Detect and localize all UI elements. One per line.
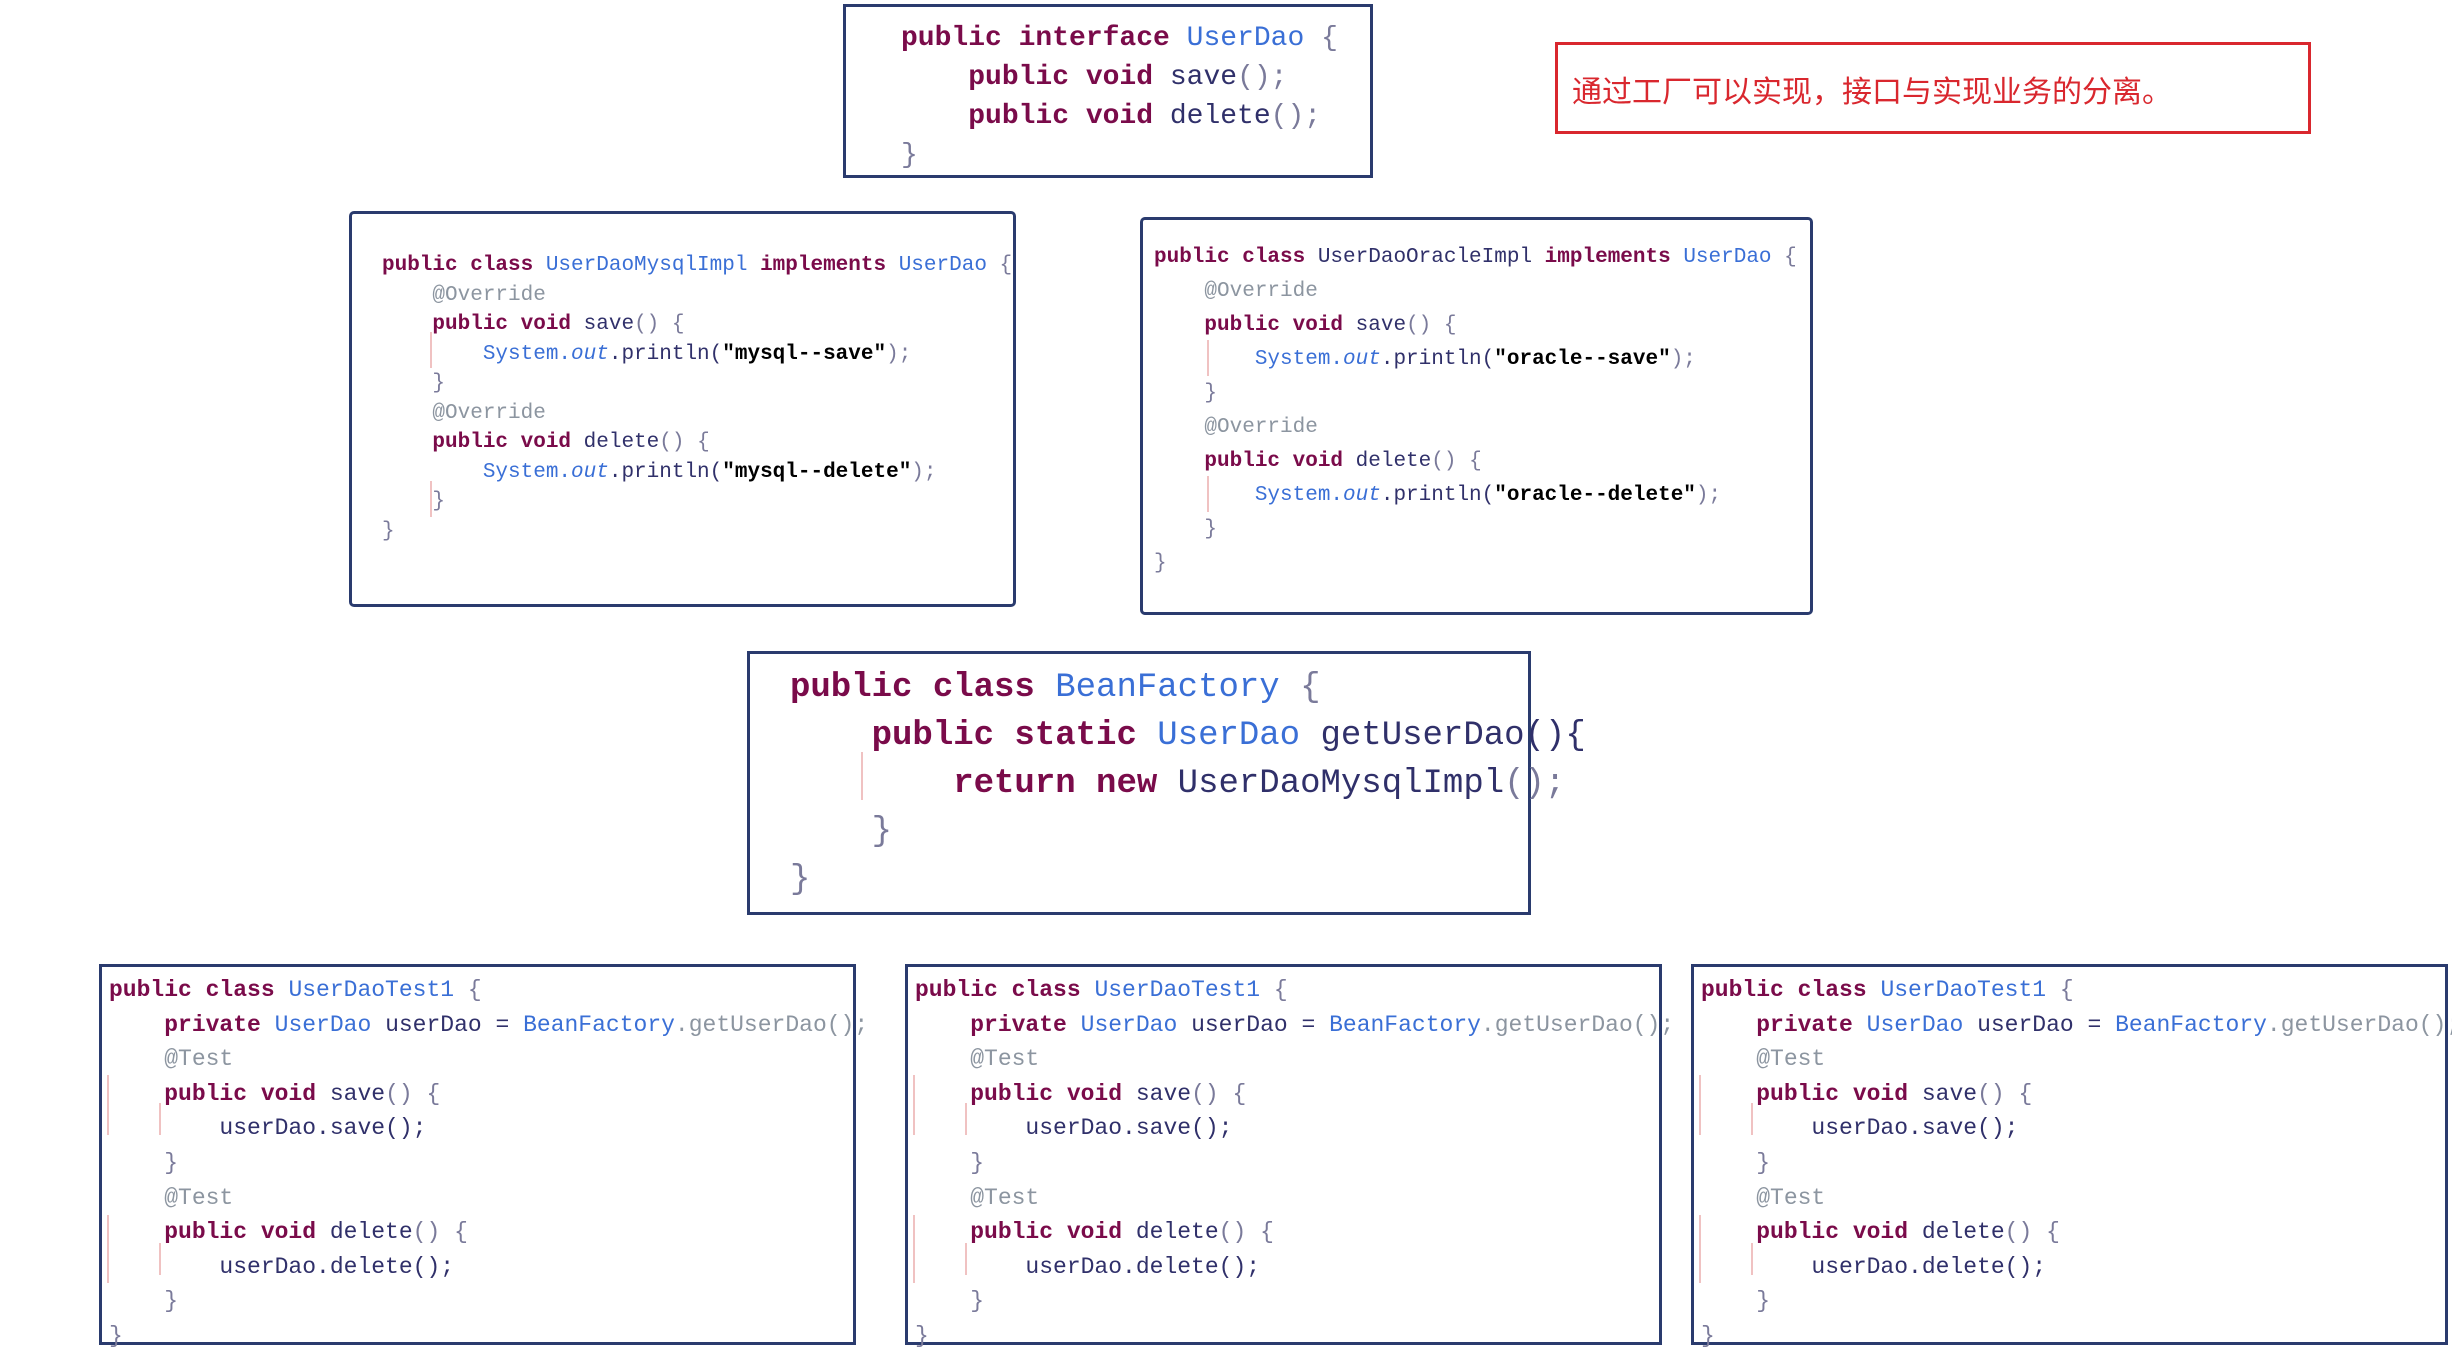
code-line: public void delete() { — [382, 431, 710, 454]
code-line: } — [901, 140, 918, 171]
indent-guide — [1699, 1075, 1701, 1135]
code-line: public class UserDaoTest1 { — [109, 977, 482, 1003]
code-line: return new UserDaoMysqlImpl(); — [790, 765, 1566, 803]
indent-guide — [430, 481, 432, 517]
code-line: @Test — [1701, 1046, 1826, 1073]
code-line: } — [1154, 552, 1167, 575]
code-line: @Test — [915, 1184, 1040, 1211]
test-code: public class UserDaoTest1 { private User… — [915, 973, 1674, 1354]
code-line: } — [382, 519, 395, 543]
indent-guide — [1207, 476, 1209, 512]
indent-guide — [913, 1215, 915, 1283]
note-text: 通过工厂可以实现，接口与实现业务的分离。 — [1572, 75, 2172, 110]
code-line: } — [1154, 518, 1218, 541]
code-line: } — [382, 490, 446, 513]
code-line: public void save() { — [109, 1080, 441, 1107]
indent-guide — [159, 1243, 161, 1275]
mysql-impl-box: public class UserDaoMysqlImpl implements… — [349, 211, 1016, 607]
code-line: public class UserDaoOracleImpl implement… — [1154, 246, 1797, 269]
code-line: public static UserDao getUserDao(){ — [790, 717, 1586, 755]
code-line: public void save(); — [901, 62, 1288, 93]
code-line: userDao.delete(); — [915, 1253, 1261, 1280]
indent-guide — [1699, 1215, 1701, 1283]
code-line: userDao.delete(); — [1701, 1253, 2047, 1280]
interface-code: public interface UserDao { public void s… — [901, 19, 1338, 175]
indent-guide — [1207, 340, 1209, 376]
oracle-impl-code: public class UserDaoOracleImpl implement… — [1154, 241, 1797, 581]
indent-guide — [159, 1103, 161, 1135]
oracle-impl-box: public class UserDaoOracleImpl implement… — [1140, 217, 1813, 615]
code-line: } — [1701, 1322, 1715, 1349]
code-line: @Test — [109, 1046, 234, 1073]
code-line: } — [109, 1322, 123, 1349]
code-line: public void save() { — [1701, 1080, 2033, 1107]
code-line: System.out.println("oracle--delete"); — [1154, 484, 1722, 507]
code-line: public void delete() { — [1701, 1219, 2060, 1246]
code-line: userDao.save(); — [109, 1115, 427, 1142]
indent-guide — [430, 332, 432, 368]
code-line: } — [1154, 382, 1218, 405]
indent-guide — [107, 1075, 109, 1135]
test-box-3: public class UserDaoTest1 { private User… — [1691, 964, 2452, 1349]
code-line: userDao.delete(); — [109, 1253, 455, 1280]
code-line: private UserDao userDao = BeanFactory.ge… — [915, 1011, 1675, 1038]
test-box-2: public class UserDaoTest1 { private User… — [905, 964, 1674, 1349]
indent-guide — [965, 1103, 967, 1135]
code-line: private UserDao userDao = BeanFactory.ge… — [1701, 1011, 2452, 1038]
code-line: @Test — [1701, 1184, 1826, 1211]
code-line: public class UserDaoTest1 { — [1701, 977, 2074, 1003]
code-line: public void save() { — [1154, 314, 1457, 337]
interface-box: public interface UserDao { public void s… — [843, 4, 1373, 178]
code-line: @Test — [915, 1046, 1040, 1073]
code-line: @Test — [109, 1184, 234, 1211]
test-code: public class UserDaoTest1 { private User… — [109, 973, 868, 1354]
bean-factory-code: public class BeanFactory { public static… — [790, 664, 1586, 904]
code-line: } — [1701, 1288, 1771, 1315]
indent-guide — [107, 1215, 109, 1283]
indent-guide — [1751, 1243, 1753, 1275]
test-box-1: public class UserDaoTest1 { private User… — [99, 964, 868, 1349]
code-line: public void delete(); — [901, 101, 1322, 132]
note-box: 通过工厂可以实现，接口与实现业务的分离。 — [1555, 42, 2311, 134]
code-line: @Override — [1154, 280, 1318, 303]
code-line: public void delete() { — [915, 1219, 1274, 1246]
code-line: userDao.save(); — [1701, 1115, 2019, 1142]
indent-guide — [965, 1243, 967, 1275]
indent-guide — [913, 1075, 915, 1135]
code-line: userDao.save(); — [915, 1115, 1233, 1142]
code-line: public class UserDaoMysqlImpl implements… — [382, 254, 1013, 277]
code-line: public interface UserDao { — [901, 23, 1338, 54]
code-line: private UserDao userDao = BeanFactory.ge… — [109, 1011, 869, 1038]
code-line: } — [109, 1149, 179, 1176]
code-line: public class BeanFactory { — [790, 669, 1321, 707]
mysql-impl-code: public class UserDaoMysqlImpl implements… — [382, 251, 1012, 546]
test-code: public class UserDaoTest1 { private User… — [1701, 973, 2452, 1354]
bean-factory-box: public class BeanFactory { public static… — [747, 651, 1586, 915]
code-line: public void save() { — [915, 1080, 1247, 1107]
code-line: public void save() { — [382, 313, 685, 336]
code-line: public void delete() { — [109, 1219, 468, 1246]
code-line: System.out.println("mysql--save"); — [382, 342, 912, 366]
code-line: } — [382, 372, 446, 395]
code-line: } — [109, 1288, 179, 1315]
indent-guide — [1751, 1103, 1753, 1135]
code-line: @Override — [1154, 416, 1318, 439]
indent-guide — [861, 752, 863, 800]
code-line: } — [915, 1288, 985, 1315]
code-line: } — [790, 861, 811, 899]
code-line: System.out.println("mysql--delete"); — [382, 460, 937, 484]
code-line: @Override — [382, 283, 546, 307]
code-line: @Override — [382, 401, 546, 425]
code-line: public class UserDaoTest1 { — [915, 977, 1288, 1003]
code-line: public void delete() { — [1154, 450, 1482, 473]
code-line: } — [915, 1322, 929, 1349]
code-line: } — [1701, 1149, 1771, 1176]
code-line: System.out.println("oracle--save"); — [1154, 348, 1696, 371]
code-line: } — [790, 813, 893, 851]
code-line: } — [915, 1149, 985, 1176]
